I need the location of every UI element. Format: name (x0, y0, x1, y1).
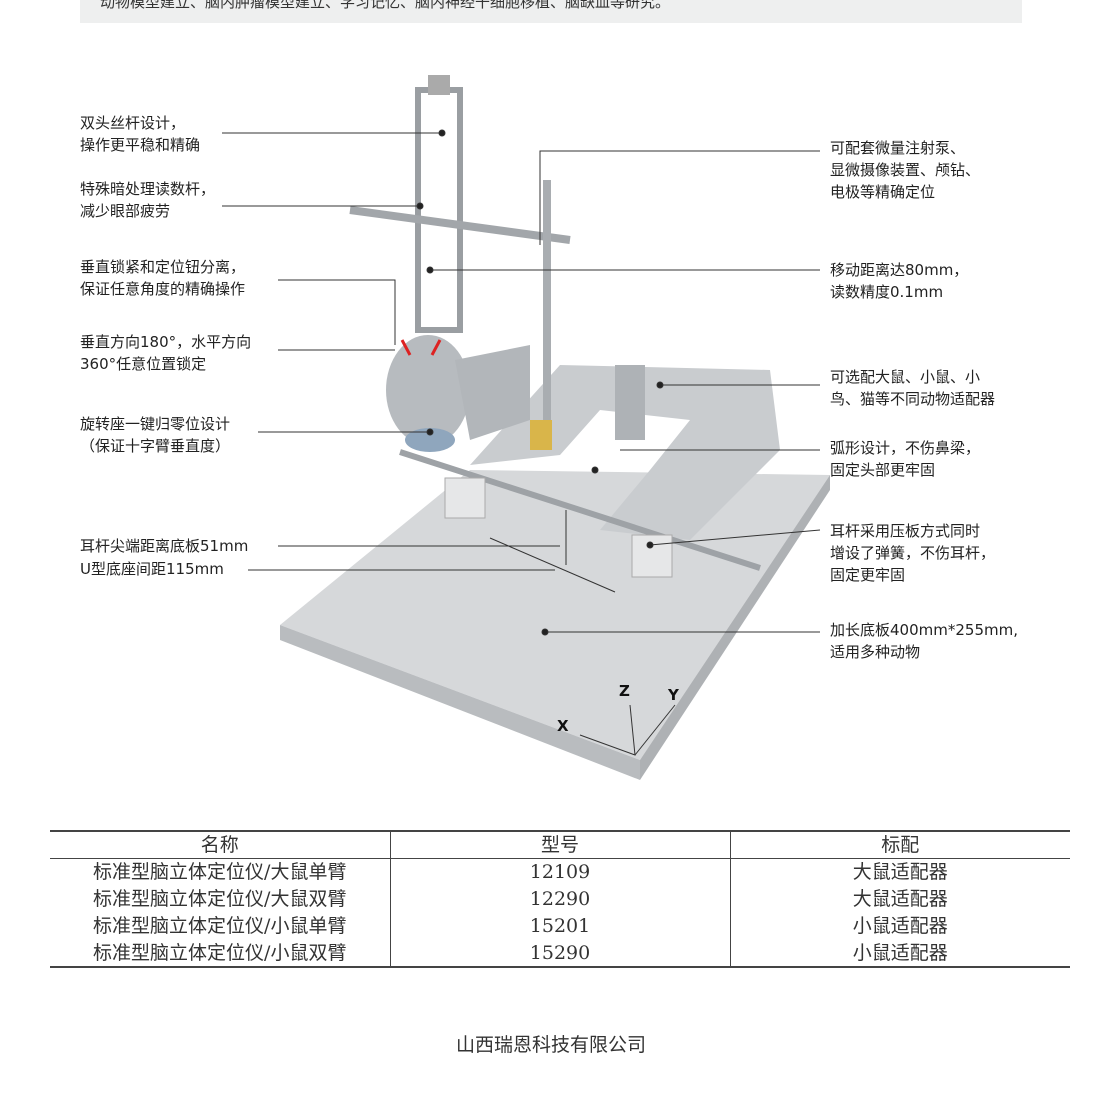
axis-y-label: Y (668, 686, 679, 704)
header-standard: 标配 (729, 830, 1070, 859)
label-u-base-spacing: U型底座间距115mm (80, 560, 224, 578)
company-name: 山西瑞恩科技有限公司 (455, 1034, 646, 1056)
cell-name: 标准型脑立体定位仪/小鼠双臂 (50, 939, 390, 968)
base-plate (280, 470, 830, 760)
label-arc-design: 弧形设计，不伤鼻梁，固定头部更牢固 (830, 439, 981, 479)
label-ear-bar-spring: 耳杆采用压板方式同时增设了弹簧，不伤耳杆，固定更牢固 (830, 522, 996, 584)
cell-standard: 小鼠适配器 (729, 912, 1070, 940)
label-accessories: 可配套微量注射泵、显微摄像装置、颅钻、电极等精确定位 (830, 139, 981, 201)
cell-model: 15290 (389, 939, 730, 968)
cell-name: 标准型脑立体定位仪/大鼠单臂 (93, 861, 347, 884)
label-reading-rod: 特殊暗处理读数杆，减少眼部疲劳 (80, 180, 216, 220)
stereotaxic-instrument-illustration (222, 75, 830, 780)
rotation-base (386, 335, 470, 445)
cell-standard: 大鼠适配器 (729, 885, 1070, 913)
axis-z-label: Z (619, 682, 630, 700)
label-dual-screw: 双头丝杆设计，操作更平稳和精确 (80, 114, 201, 154)
cross-arm (349, 206, 571, 244)
cell-standard: 大鼠适配器 (729, 858, 1070, 886)
header-model: 型号 (389, 830, 730, 859)
label-travel-distance: 移动距离达80mm，读数精度0.1mm (830, 261, 969, 301)
table-header-row: 名称 型号 标配 (50, 830, 1070, 859)
label-ear-bar-height: 耳杆尖端距离底板51mm (80, 537, 249, 555)
axis-x-label: X (557, 717, 569, 735)
cell-model: 12290 (389, 885, 730, 913)
leader-lines (222, 129, 821, 756)
label-vertical-lock: 垂直锁紧和定位钮分离，保证任意角度的精确操作 (80, 258, 246, 298)
probe-holder (530, 420, 552, 450)
label-zero-reset: 旋转座一键归零位设计（保证十字臂垂直度） (80, 415, 231, 455)
cell-model: 15201 (389, 912, 730, 940)
label-adapters: 可选配大鼠、小鼠、小鸟、猫等不同动物适配器 (830, 368, 996, 408)
cell-model: 12109 (389, 858, 730, 886)
vertical-column (415, 87, 463, 333)
banner-text: 动物模型建立、脑内肿瘤模型建立、学习记忆、脑内神经干细胞移植、脑缺血等研究。 (100, 0, 671, 11)
cell-standard: 小鼠适配器 (729, 939, 1070, 968)
cell-name: 标准型脑立体定位仪/小鼠单臂 (93, 915, 347, 937)
ear-bar (399, 449, 761, 571)
cell-name: 标准型脑立体定位仪/大鼠双臂 (93, 888, 347, 910)
intro-banner: 动物模型建立、脑内肿瘤模型建立、学习记忆、脑内神经干细胞移植、脑缺血等研究。 (80, 0, 1022, 23)
header-name: 名称 (50, 830, 390, 859)
label-base-plate: 加长底板400mm*255mm,适用多种动物 (830, 621, 1018, 661)
